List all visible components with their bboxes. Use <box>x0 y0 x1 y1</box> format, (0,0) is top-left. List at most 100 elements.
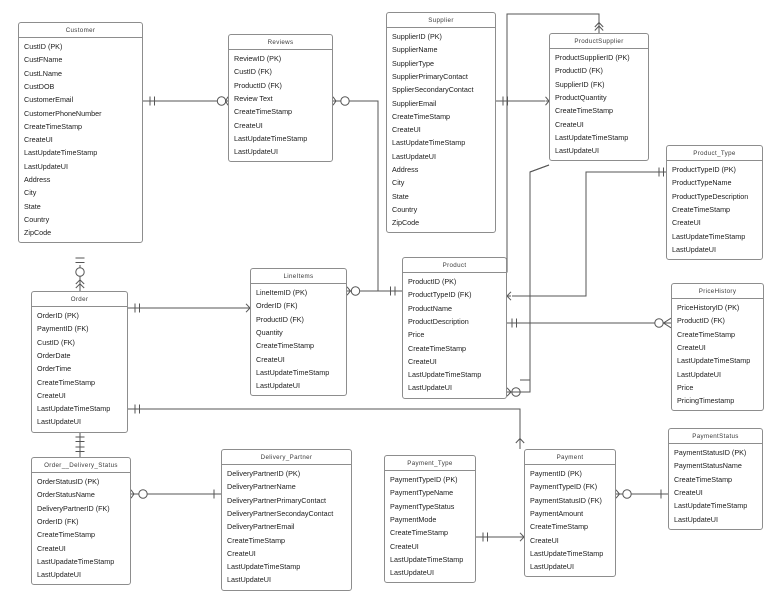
attribute-row: CreateTimeStamp <box>37 377 96 387</box>
attribute-row: CreateUI <box>392 125 421 135</box>
attribute-row: LastUpdateTimeStamp <box>555 132 629 142</box>
attribute-row: CreateTimeStamp <box>256 341 315 351</box>
attribute-row: CustomerEmail <box>24 95 74 105</box>
attribute-row: OrderTime <box>37 364 72 374</box>
link-order-lineitems <box>128 303 251 313</box>
attribute-row: LastUpdateTimeStamp <box>256 367 330 377</box>
attribute-row: CreateTimeStamp <box>227 535 286 545</box>
attribute-row: LastUpdateTimeStamp <box>227 562 301 572</box>
attribute-row: ProductID (FK) <box>256 314 304 324</box>
attribute-row: LastUpdateUI <box>674 514 718 524</box>
attribute-row: SupplierEmail <box>392 98 437 108</box>
attribute-row: CreateUI <box>227 548 256 558</box>
attribute-row: CreateTimeStamp <box>674 474 733 484</box>
attribute-row: SupplierType <box>392 58 434 68</box>
attribute-row: ZipCode <box>24 228 52 238</box>
entity-title-payment: Payment <box>525 450 615 465</box>
entity-title-product: Product <box>403 258 506 273</box>
attribute-row: ProductID (FK) <box>234 80 282 90</box>
attribute-list-product: ProductID (PK)ProductTypeID (FK)ProductN… <box>403 273 506 398</box>
link-order-payment <box>128 404 525 449</box>
attribute-row: SpplierSecondaryContact <box>392 85 474 95</box>
attribute-row: CustLName <box>24 68 62 78</box>
attribute-row: OrderStatusName <box>37 490 95 500</box>
attribute-row: CreateTimeStamp <box>677 329 736 339</box>
attribute-row: LastUpdateUI <box>37 570 81 580</box>
attribute-row: ProductSupplierID (PK) <box>555 53 630 63</box>
attribute-row: ProductID (FK) <box>555 66 603 76</box>
attribute-row: LastUpdateTimeStamp <box>234 133 308 143</box>
attribute-row: LastUpdateUI <box>530 562 574 572</box>
attribute-row: LastUpdateTimeStamp <box>392 138 466 148</box>
attribute-row: PaymentTypeID (PK) <box>390 475 458 485</box>
attribute-row: CustID (FK) <box>37 337 75 347</box>
link-paymenttype-payment <box>476 532 525 542</box>
attribute-row: CreateUI <box>24 135 53 145</box>
attribute-list-product_supplier: ProductSupplierID (PK)ProductID (FK)Supp… <box>550 49 648 160</box>
attribute-row: OrderDate <box>37 350 71 360</box>
entity-title-reviews: Reviews <box>229 35 332 50</box>
attribute-row: DeliveryPartnerPrimaryContact <box>227 495 327 505</box>
entity-title-payment_type: Payment_Type <box>385 456 475 471</box>
link-product-supplier-loop <box>506 164 550 397</box>
attribute-row: CreateUI <box>37 543 66 553</box>
attribute-row: ZipCode <box>392 218 420 228</box>
attribute-row: ProductQuantity <box>555 92 607 102</box>
attribute-list-reviews: ReviewID (PK)CustID (FK)ProductID (FK)Re… <box>229 50 332 161</box>
attribute-row: DeliveryPartnerID (PK) <box>227 469 301 479</box>
attribute-row: City <box>24 188 37 198</box>
attribute-row: OrderStatusID (PK) <box>37 477 100 487</box>
attribute-row: DeliveryPartnerName <box>227 482 296 492</box>
attribute-row: SupplierPrimaryContact <box>392 71 468 81</box>
attribute-row: Review Text <box>234 93 273 103</box>
attribute-row: City <box>392 178 405 188</box>
attribute-row: CreateTimeStamp <box>392 111 451 121</box>
attribute-row: PricingTimestamp <box>677 396 735 406</box>
attribute-row: Country <box>392 204 418 214</box>
attribute-row: PriceHistoryID (PK) <box>677 303 740 313</box>
attribute-row: Address <box>24 175 51 185</box>
attribute-row: Price <box>677 382 694 392</box>
attribute-row: CreateUI <box>530 535 559 545</box>
attribute-list-order: OrderID (PK)PaymentID (FK)CustID (FK)Ord… <box>32 307 127 432</box>
attribute-row: LastUpdateUI <box>256 381 300 391</box>
attribute-row: PaymentTypeID (FK) <box>530 482 598 492</box>
attribute-row: CreateUI <box>674 487 703 497</box>
attribute-row: OrderID (FK) <box>256 301 298 311</box>
entity-title-line_items: LineItems <box>251 269 346 284</box>
attribute-row: State <box>392 191 409 201</box>
attribute-row: LastUpdateTimeStamp <box>530 548 604 558</box>
attribute-row: OrderID (PK) <box>37 311 79 321</box>
attribute-row: DeliveryPartnerID (FK) <box>37 503 110 513</box>
attribute-row: PaymentMode <box>390 514 437 524</box>
attribute-row: Address <box>392 165 419 175</box>
attribute-row: Price <box>408 330 425 340</box>
attribute-row: ProductTypeID (PK) <box>672 165 736 175</box>
attribute-row: DeliveryPartnerSecondayContact <box>227 508 334 518</box>
link-product-lineitems <box>346 286 402 296</box>
attribute-row: LastUpdateUI <box>390 568 434 578</box>
attribute-row: LastUpdateTimeStamp <box>677 356 751 366</box>
attribute-row: CreateUI <box>672 218 701 228</box>
attribute-row: ProductID (FK) <box>677 316 725 326</box>
attribute-row: ProductID (PK) <box>408 277 457 287</box>
attribute-list-line_items: LineItemID (PK)OrderID (FK)ProductID (FK… <box>251 284 346 395</box>
attribute-row: State <box>24 201 41 211</box>
attribute-row: OrderID (FK) <box>37 516 79 526</box>
